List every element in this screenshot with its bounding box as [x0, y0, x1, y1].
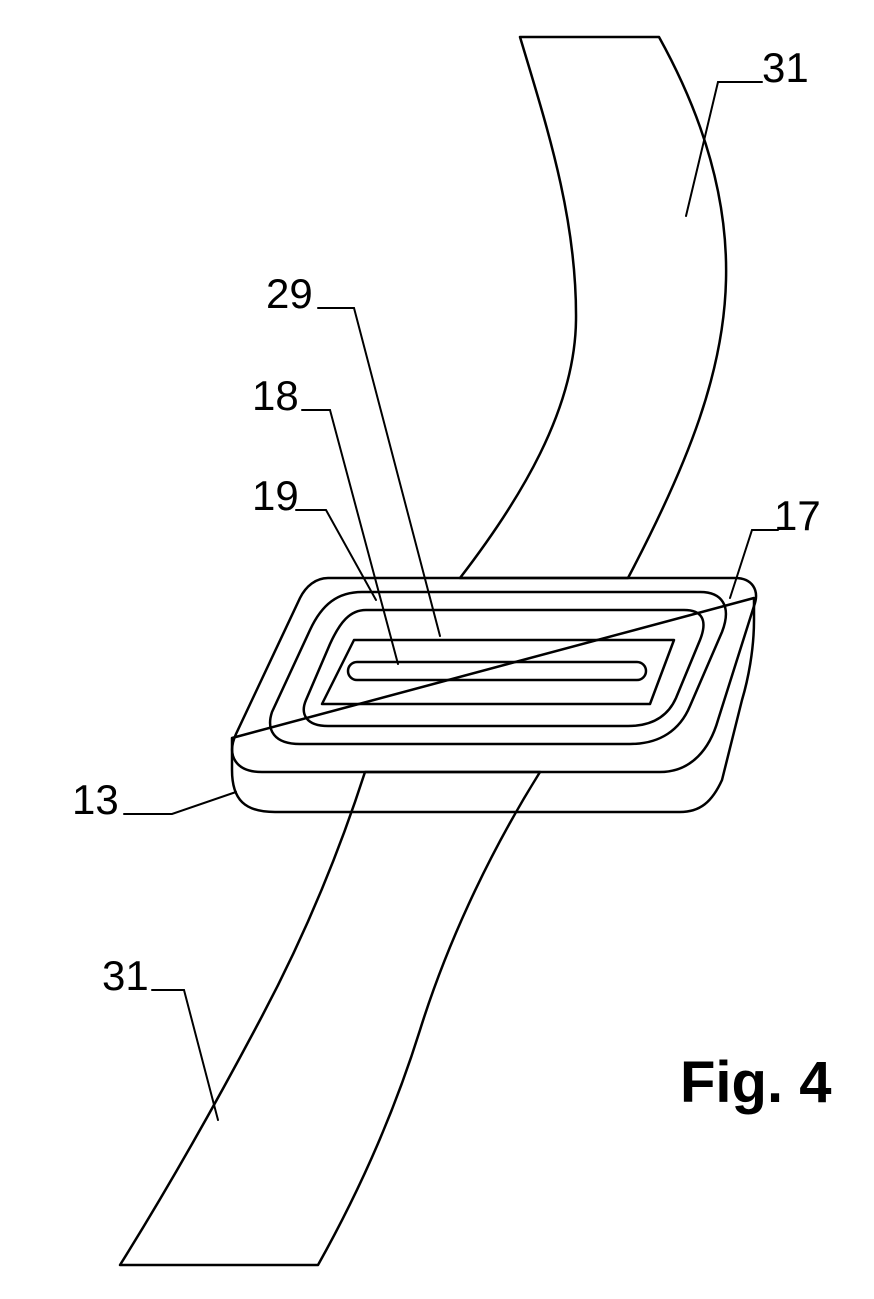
label-17: 17	[774, 492, 821, 539]
plate	[322, 640, 674, 704]
label-19: 19	[252, 472, 299, 519]
leader-13	[124, 792, 236, 814]
slot	[348, 662, 646, 680]
label-13: 13	[72, 776, 119, 823]
leader-18	[302, 410, 398, 664]
label-29: 29	[266, 270, 313, 317]
lower-strap	[120, 772, 540, 1265]
label-31-bottom: 31	[102, 952, 149, 999]
seal-ring	[270, 592, 726, 744]
leader-31-top	[686, 82, 762, 216]
label-18: 18	[252, 372, 299, 419]
leader-29	[318, 308, 440, 636]
upper-strap	[460, 37, 726, 578]
leader-31-bottom	[152, 990, 218, 1120]
label-31-top: 31	[762, 44, 809, 91]
figure-caption: Fig. 4	[680, 1050, 831, 1115]
